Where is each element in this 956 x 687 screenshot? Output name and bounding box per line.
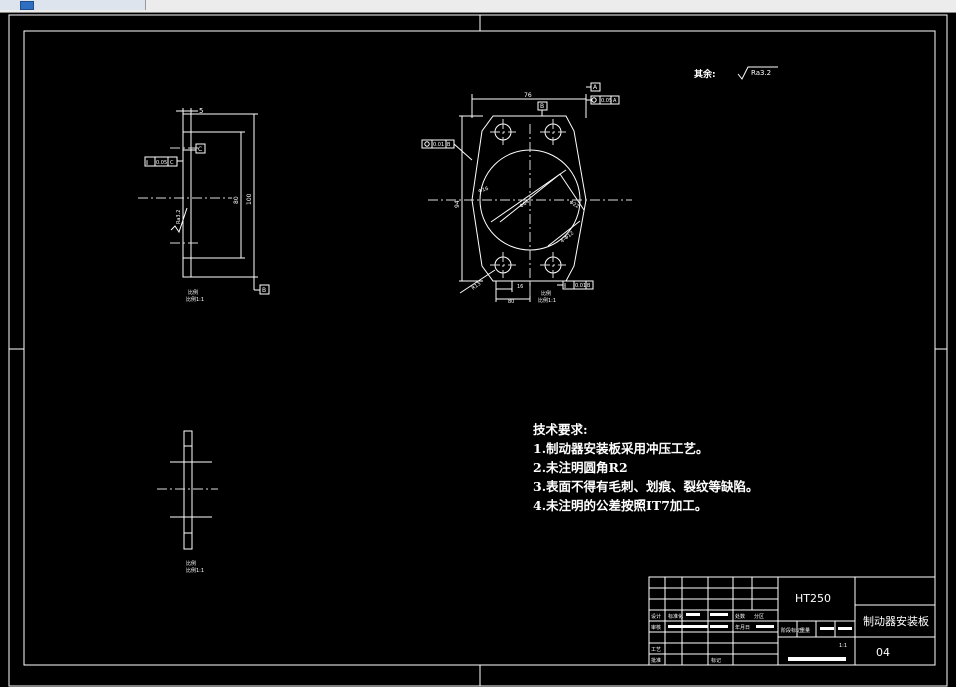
tb-part-name: 制动器安装板	[863, 614, 929, 628]
front-caption-1: 比例	[541, 290, 551, 297]
tb-row-design: 设计	[651, 613, 661, 620]
app-toolbar	[0, 0, 956, 13]
front-tol-top-datum: A	[613, 98, 617, 104]
side-tolerance-datum: C	[170, 160, 174, 166]
title-block: 设计 标准化 审核 工艺 批准 标记 处数 分区 年月日 阶段标记 重量 1:1…	[648, 576, 936, 666]
tb-material: HT250	[795, 592, 831, 605]
front-datum-b: B	[540, 103, 544, 110]
outer-frame	[8, 14, 948, 687]
side-view: 5 80 100 C B ∥ 0.05 C Ra3.2 比例 比例1:1	[138, 107, 270, 303]
tb-row-audit: 审核	[651, 624, 661, 631]
tb-count-label: 处数	[735, 613, 745, 620]
tb-row-standard: 标准化	[668, 613, 683, 620]
side-view-plate	[182, 113, 192, 278]
side-dim-thickness: 5	[199, 107, 203, 115]
side-datum-b: B	[262, 287, 266, 294]
bottom-caption-1: 比例	[186, 560, 196, 567]
roughness-note-label: 其余:	[694, 68, 716, 80]
front-caption-2: 比例1:1	[538, 297, 556, 304]
tb-date-label: 年月日	[735, 624, 750, 631]
bottom-view-plate	[183, 430, 193, 550]
tb-zone-label: 分区	[754, 613, 764, 620]
side-tolerance-value: 0.05	[156, 160, 167, 166]
tb-row-process: 工艺	[651, 647, 661, 653]
front-datum-a: A	[593, 84, 598, 91]
front-tol-left-datum: B	[447, 142, 451, 148]
tech-req-title: 技术要求:	[533, 422, 588, 437]
front-view: 76 94 16 80 Φ64 Φ16 Φ22 4-Φ12 R13 A B 0.…	[421, 82, 632, 305]
side-datum-c: C	[198, 146, 202, 153]
roughness-symbol-icon	[737, 66, 778, 80]
side-dim-inner: 80	[233, 196, 240, 204]
roughness-note-value: Ra3.2	[751, 69, 771, 77]
tech-req-item-2: 2.未注明圆角R2	[533, 460, 628, 475]
side-roughness: Ra3.2	[176, 210, 182, 224]
front-dim-hole: Φ16	[478, 186, 490, 195]
inner-frame	[23, 30, 936, 666]
front-dim-top: 76	[524, 92, 532, 99]
toolbar-strip	[0, 0, 146, 10]
front-dim-16: 16	[517, 284, 523, 290]
cad-drawing: 5 80 100 C B ∥ 0.05 C Ra3.2 比例 比例1:1	[8, 14, 948, 687]
front-dim-small: Φ22	[568, 200, 580, 210]
side-caption-1: 比例	[188, 289, 198, 296]
front-dim-pcd: 4-Φ12	[560, 230, 576, 244]
tech-req-item-1: 1.制动器安装板采用冲压工艺。	[533, 441, 709, 456]
front-dim-left: 94	[454, 200, 461, 208]
side-dim-outer: 100	[246, 193, 253, 205]
tech-req-item-3: 3.表面不得有毛刺、划痕、裂纹等缺陷。	[533, 479, 759, 494]
front-dim-diam: Φ64	[519, 199, 531, 210]
tb-drawing-no: 04	[876, 646, 890, 659]
technical-requirements: 技术要求: 1.制动器安装板采用冲压工艺。 2.未注明圆角R2 3.表面不得有毛…	[533, 420, 759, 515]
front-tol-left-value: 0.01	[433, 142, 444, 148]
front-tol-bottom-value: 0.01	[575, 283, 586, 289]
tb-stage-label: 阶段标记	[781, 627, 801, 634]
tb-scale-value: 1:1	[839, 643, 847, 649]
bottom-view: 比例 比例1:1	[157, 430, 218, 574]
bottom-caption-2: 比例1:1	[186, 567, 204, 574]
front-dim-80: 80	[508, 299, 514, 305]
svg-text:∥: ∥	[564, 283, 567, 289]
toolbar-button-1[interactable]	[20, 1, 34, 10]
tb-mark-label: 标记	[711, 657, 721, 664]
front-tol-bottom-datum: B	[587, 283, 591, 289]
tb-weight-label: 重量	[800, 627, 810, 634]
front-tol-top-value: 0.05	[601, 98, 612, 104]
roughness-note: 其余: Ra3.2	[694, 66, 778, 80]
front-dim-radius: R13	[471, 281, 483, 292]
tech-req-item-4: 4.未注明的公差按照IT7加工。	[533, 498, 708, 513]
svg-text:∥: ∥	[146, 160, 149, 166]
tb-row-approve: 批准	[651, 657, 661, 664]
side-caption-2: 比例1:1	[186, 296, 204, 303]
